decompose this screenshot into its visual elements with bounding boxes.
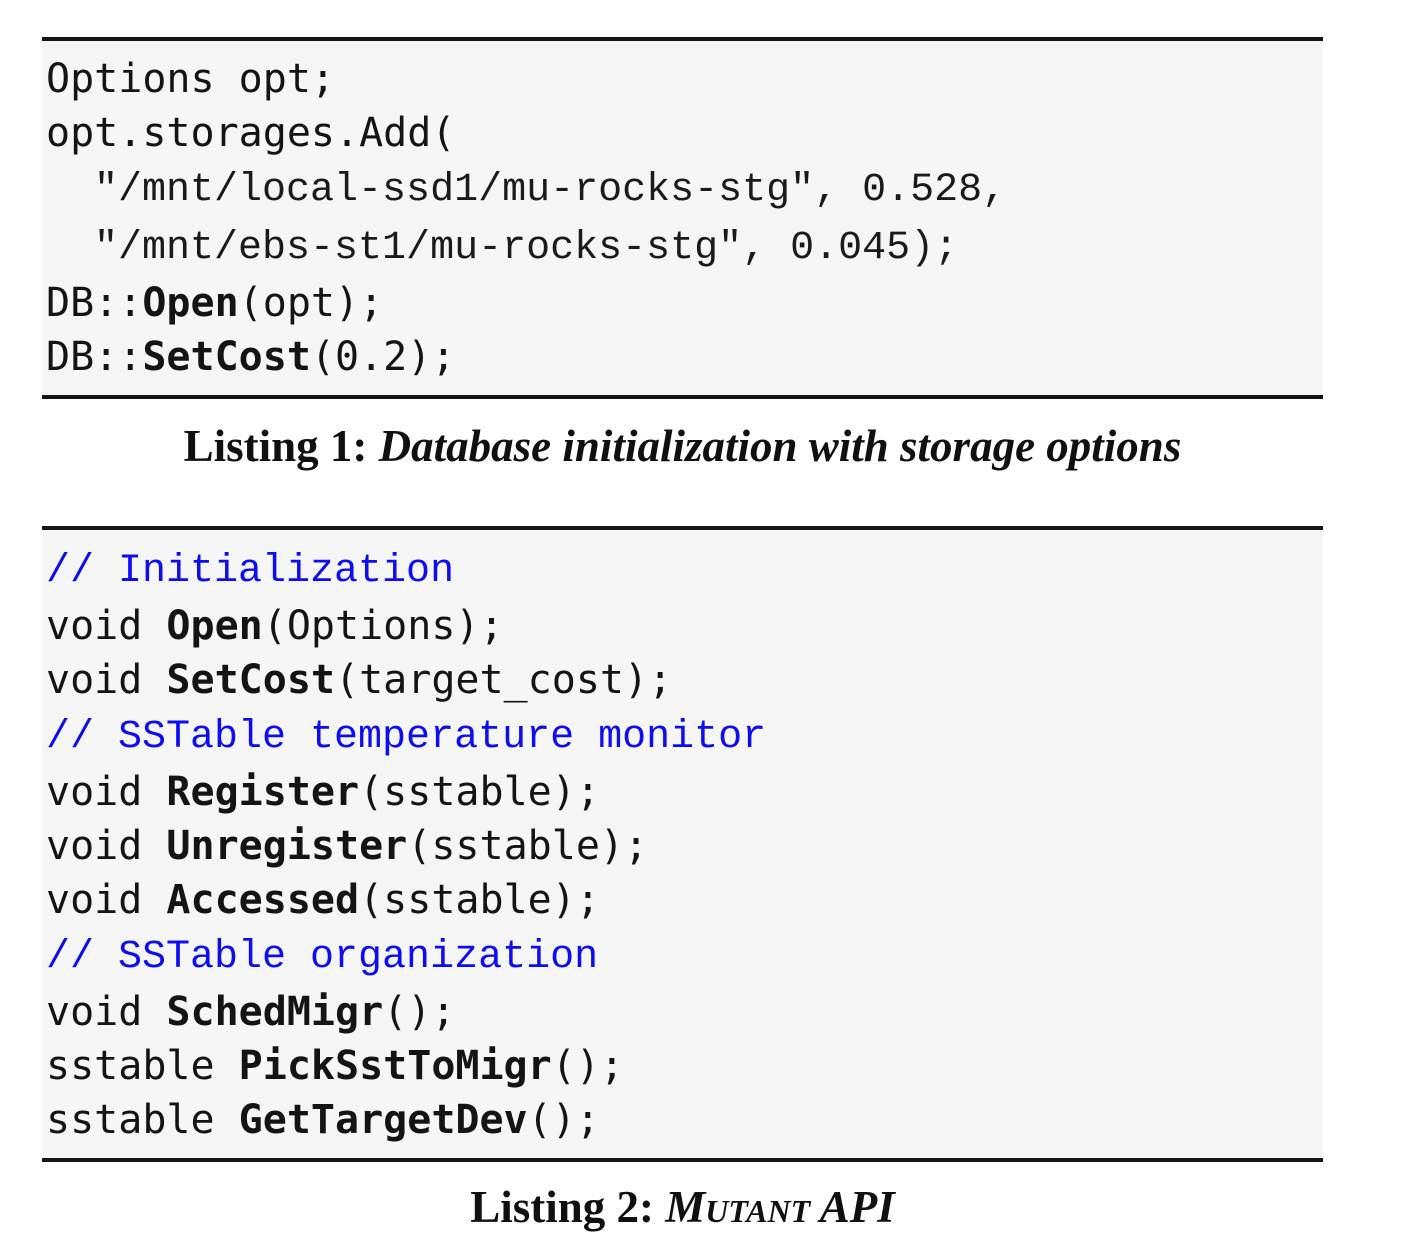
code-segment-bold: Open — [142, 280, 239, 326]
code-segment-bold: PickSstToMigr — [238, 1043, 552, 1089]
code-line: DB::SetCost(0.2); — [46, 330, 1319, 384]
caption-segment-label: Listing 2: — [470, 1182, 666, 1232]
code-segment-bold: Accessed — [166, 877, 360, 923]
code-segment-comment: // SSTable temperature monitor — [46, 715, 767, 760]
code-line: sstable PickSstToMigr(); — [46, 1039, 1319, 1093]
code-segment-plain: (); — [527, 1097, 600, 1143]
paper-page: Options opt; opt.storages.Add( "/mnt/loca… — [0, 37, 1414, 1255]
code-segment-plain: void — [46, 603, 167, 649]
code-segment-plain: (sstable); — [407, 823, 649, 869]
code-segment-plain: sstable — [46, 1043, 239, 1089]
code-segment-plain: void — [46, 823, 167, 869]
code-line: void SetCost(target_cost); — [46, 653, 1319, 707]
code-segment-bold: GetTargetDev — [238, 1097, 528, 1143]
code-segment-plain: (target_cost); — [335, 657, 673, 703]
code-line: Options opt; — [46, 52, 1319, 106]
listing-1-caption: Listing 1: Database initialization with … — [42, 418, 1323, 474]
code-segment-bold: SchedMigr — [166, 989, 384, 1035]
listing-2-caption: Listing 2: Mutant API — [42, 1179, 1323, 1235]
code-segment-plain: (sstable); — [359, 769, 600, 815]
caption-segment-italic: API — [810, 1182, 895, 1232]
code-segment-plain: sstable — [46, 1097, 239, 1143]
code-segment-plain: void — [46, 657, 167, 703]
code-segment-literal: "/mnt/ebs-st1/mu-rocks-stg", 0.045); — [46, 226, 959, 271]
code-line: void Unregister(sstable); — [46, 819, 1319, 873]
code-line: opt.storages.Add( — [46, 106, 1319, 160]
code-segment-plain: DB:: — [46, 334, 143, 380]
code-segment-literal: "/mnt/local-ssd1/mu-rocks-stg", 0.528, — [46, 168, 1007, 213]
code-segment-comment: // Initialization — [46, 549, 455, 594]
code-line: // SSTable temperature monitor — [46, 707, 1319, 765]
caption-segment-label: Listing 1: — [183, 421, 379, 471]
code-line: DB::Open(opt); — [46, 276, 1319, 330]
code-line: void Register(sstable); — [46, 765, 1319, 819]
code-segment-plain: void — [46, 989, 167, 1035]
code-segment-comment: // SSTable organization — [46, 935, 599, 980]
code-segment-bold: SetCost — [142, 334, 311, 380]
caption-segment-italic: Database initialization with storage opt… — [378, 421, 1182, 471]
code-segment-plain: (); — [551, 1043, 624, 1089]
code-segment-bold: Unregister — [166, 823, 408, 869]
code-segment-plain: (); — [383, 989, 456, 1035]
caption-segment-smallcaps: Mutant — [665, 1182, 811, 1232]
code-line: "/mnt/ebs-st1/mu-rocks-stg", 0.045); — [46, 218, 1319, 276]
code-line: "/mnt/local-ssd1/mu-rocks-stg", 0.528, — [46, 160, 1319, 218]
code-line: // Initialization — [46, 541, 1319, 599]
code-segment-plain: void — [46, 877, 167, 923]
code-listing-1: Options opt; opt.storages.Add( "/mnt/loca… — [42, 37, 1323, 399]
code-segment-plain: (Options); — [262, 603, 504, 649]
code-segment-plain: (0.2); — [310, 334, 456, 380]
code-segment-bold: SetCost — [166, 657, 335, 703]
code-segment-plain: Options opt; — [46, 56, 335, 102]
code-segment-bold: Register — [166, 769, 360, 815]
code-line: // SSTable organization — [46, 927, 1319, 985]
code-segment-plain: (sstable); — [359, 877, 600, 923]
code-segment-plain: opt.storages.Add( — [46, 110, 456, 156]
code-line: void Open(Options); — [46, 599, 1319, 653]
code-line: void SchedMigr(); — [46, 985, 1319, 1039]
code-segment-bold: Open — [166, 603, 263, 649]
code-segment-plain: (opt); — [238, 280, 384, 326]
code-line: void Accessed(sstable); — [46, 873, 1319, 927]
code-segment-plain: DB:: — [46, 280, 143, 326]
code-segment-plain: void — [46, 769, 167, 815]
code-line: sstable GetTargetDev(); — [46, 1093, 1319, 1147]
